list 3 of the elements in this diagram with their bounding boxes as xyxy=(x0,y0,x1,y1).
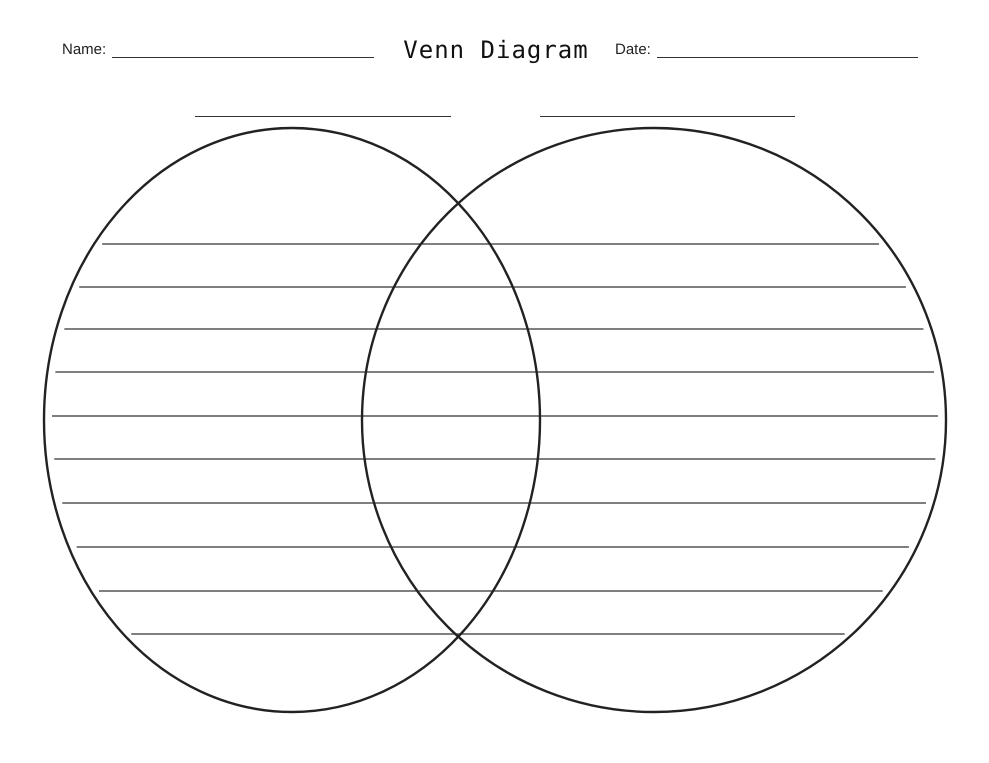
field-label: Date: xyxy=(615,41,651,58)
field-label: Name: xyxy=(62,41,106,58)
title: Venn Diagram xyxy=(402,36,590,64)
